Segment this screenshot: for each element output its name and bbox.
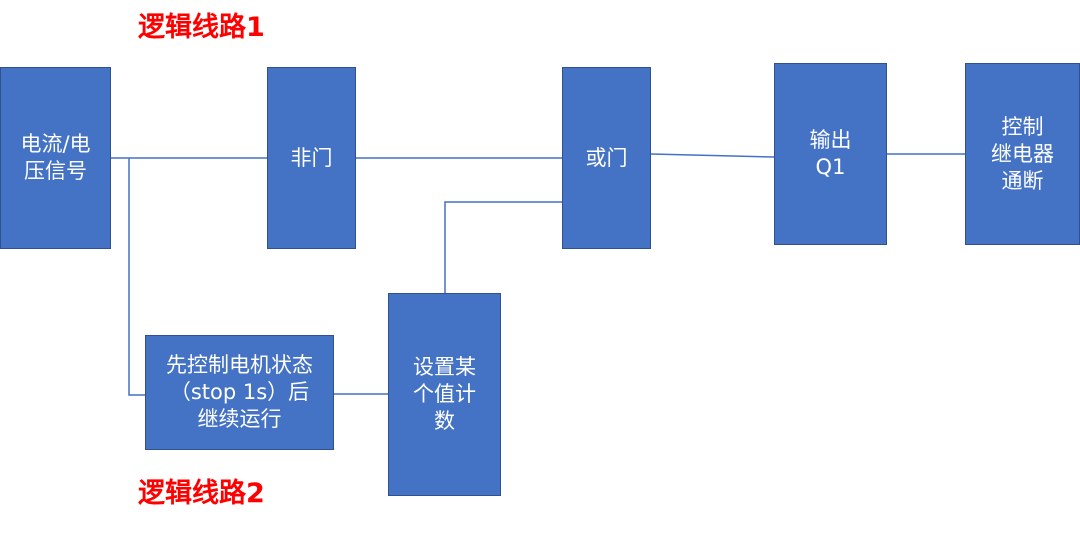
counter-block: 设置某 个值计 数 xyxy=(388,293,501,496)
line-branch-to-motor-control xyxy=(128,158,145,396)
or-gate-block: 或门 xyxy=(562,67,651,249)
not-gate-block: 非门 xyxy=(267,67,356,249)
line-or-to-output xyxy=(650,153,775,158)
relay-control-block: 控制 继电器 通断 xyxy=(965,63,1080,245)
logic-route-1-title: 逻辑线路1 xyxy=(138,12,265,43)
logic-route-2-title: 逻辑线路2 xyxy=(138,478,265,509)
line-counter-to-or xyxy=(444,201,562,293)
output-q1-block: 输出 Q1 xyxy=(774,63,887,245)
motor-control-block: 先控制电机状态 （stop 1s）后 继续运行 xyxy=(145,335,334,450)
signal-block: 电流/电 压信号 xyxy=(0,67,111,249)
